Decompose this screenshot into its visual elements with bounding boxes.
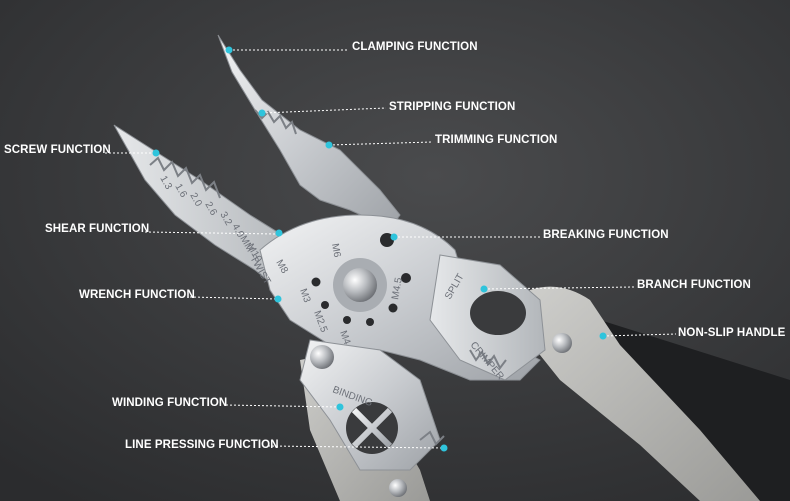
label-clamping-function: CLAMPING FUNCTION: [352, 41, 478, 53]
non-slip-handle-grip: [520, 286, 760, 501]
dot-shear-icon: [275, 229, 283, 237]
label-wrench-function: WRENCH FUNCTION: [79, 289, 195, 301]
label-line-pressing-function: LINE PRESSING FUNCTION: [125, 439, 279, 451]
dot-clamping-icon: [225, 46, 233, 54]
label-non-slip-handle: NON-SLIP HANDLE: [678, 327, 786, 339]
dot-screw-icon: [152, 149, 160, 157]
hole-m6: [401, 273, 411, 283]
dot-winding-icon: [336, 403, 344, 411]
dot-breaking-icon: [390, 233, 398, 241]
breaking-hole: [380, 233, 394, 247]
label-breaking-function: BREAKING FUNCTION: [543, 229, 669, 241]
dot-line-pressing-icon: [440, 444, 448, 452]
hole-m3: [311, 277, 321, 287]
front-rivet-icon: [310, 345, 334, 369]
leader-lines: [105, 49, 677, 449]
dot-stripping-icon: [258, 109, 266, 117]
dot-nonslip-icon: [599, 332, 607, 340]
stripping-teeth: [254, 109, 297, 135]
callout-dots: [152, 46, 607, 452]
dot-branch-icon: [480, 285, 488, 293]
hole-m4-5: [366, 318, 374, 326]
dot-wrench-icon: [274, 295, 282, 303]
mark-m4-5: M4.5: [390, 276, 405, 300]
dot-trimming-icon: [325, 141, 333, 149]
mark-m6: M6: [329, 243, 342, 259]
hole-m5: [388, 303, 398, 313]
mark-m3: M3: [297, 287, 312, 304]
label-screw-function: SCREW FUNCTION: [4, 144, 111, 156]
handle-rivet-lower-icon: [389, 479, 407, 497]
screw-gauge-teeth: [149, 156, 221, 199]
mark-m4: M4: [337, 329, 352, 346]
hole-m4: [343, 316, 351, 324]
handle-rivet-icon: [552, 333, 572, 353]
label-shear-function: SHEAR FUNCTION: [45, 223, 150, 235]
label-winding-function: WINDING FUNCTION: [112, 397, 228, 409]
pressing-teeth: [419, 430, 445, 446]
split-hole: [470, 291, 526, 335]
label-stripping-function: STRIPPING FUNCTION: [389, 101, 516, 113]
label-branch-function: BRANCH FUNCTION: [637, 279, 751, 291]
label-trimming-function: TRIMMING FUNCTION: [435, 134, 558, 146]
hole-m2-5: [321, 301, 329, 309]
crimper-teeth: [469, 349, 507, 370]
pivot-bolt-icon: [343, 268, 377, 302]
winding-cross: [351, 407, 393, 449]
